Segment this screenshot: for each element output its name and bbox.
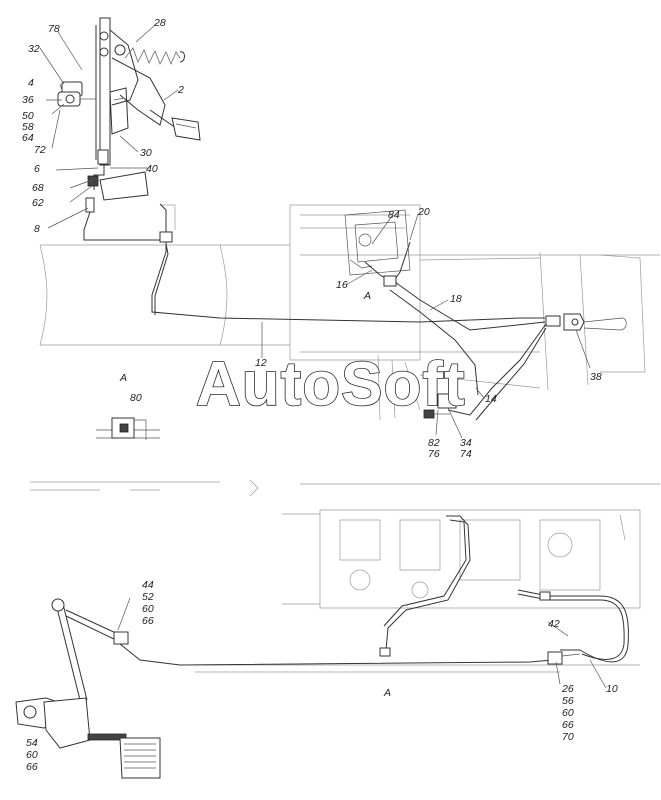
callout-36: 36 — [22, 94, 34, 106]
callout-6: 6 — [34, 163, 40, 175]
view-label-a-bottom: A — [383, 687, 391, 699]
callout-80: 80 — [130, 392, 142, 404]
callout-58: 58 — [22, 121, 34, 133]
leader-lines — [39, 25, 607, 689]
view-label-a-detail: A — [119, 372, 127, 384]
watermark: AutoSoft — [196, 350, 466, 419]
top-pipe-routing — [151, 203, 627, 421]
callout-42: 42 — [548, 618, 560, 630]
callout-52: 52 — [142, 591, 154, 603]
callout-labels: 78 28 32 4 36 2 50 58 64 72 30 6 40 68 6… — [22, 17, 618, 773]
callout-74: 74 — [460, 448, 472, 460]
callout-2: 2 — [177, 84, 184, 96]
pedal-assembly — [57, 17, 201, 241]
callout-70: 70 — [562, 731, 574, 743]
callout-32: 32 — [28, 43, 40, 55]
callout-66-upper: 66 — [142, 615, 154, 627]
callout-38: 38 — [590, 371, 602, 383]
clutch-housing — [344, 209, 411, 276]
callout-34: 34 — [460, 437, 472, 449]
callout-64: 64 — [22, 132, 34, 144]
callout-76: 76 — [428, 448, 440, 460]
callout-54: 54 — [26, 737, 38, 749]
callout-28: 28 — [153, 17, 166, 29]
engine-block-outline — [195, 509, 641, 673]
view-a-detail — [96, 417, 160, 440]
callout-16: 16 — [336, 279, 348, 291]
callout-68: 68 — [32, 182, 44, 194]
callout-84: 84 — [388, 209, 400, 221]
callout-56: 56 — [562, 695, 574, 707]
callout-10: 10 — [606, 683, 618, 695]
callout-66-right: 66 — [562, 719, 574, 731]
callout-60-upper: 60 — [142, 603, 154, 615]
lower-pedal-assembly — [15, 598, 161, 779]
callout-82: 82 — [428, 437, 440, 449]
callout-18: 18 — [450, 293, 462, 305]
callout-72: 72 — [34, 144, 46, 156]
callout-78: 78 — [48, 23, 60, 35]
callout-20: 20 — [417, 206, 430, 218]
section-divider — [30, 479, 660, 497]
bottom-pipe-routing — [119, 515, 629, 666]
callout-50: 50 — [22, 110, 34, 122]
callout-14: 14 — [485, 393, 497, 405]
callout-40: 40 — [146, 163, 158, 175]
view-label-a-top: A — [363, 290, 371, 302]
callout-4: 4 — [28, 77, 34, 89]
callout-30: 30 — [140, 147, 152, 159]
chassis-frame — [39, 204, 660, 421]
callout-60-right: 60 — [562, 707, 574, 719]
callout-66-lower: 66 — [26, 761, 38, 773]
callout-62: 62 — [32, 197, 44, 209]
callout-44: 44 — [142, 579, 154, 591]
callout-8: 8 — [34, 223, 40, 235]
callout-26: 26 — [561, 683, 574, 695]
callout-60-lower: 60 — [26, 749, 38, 761]
callout-12: 12 — [255, 357, 267, 369]
